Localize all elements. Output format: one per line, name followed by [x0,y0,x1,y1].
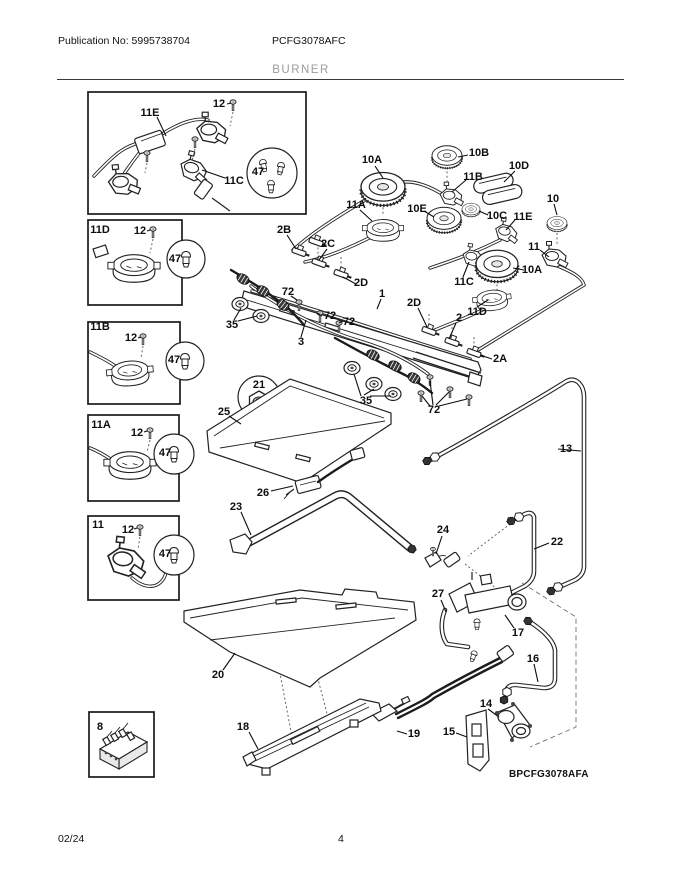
diagram-code: BPCFG3078AFA [509,769,589,780]
publication-number: Publication No: 5995738704 [58,35,190,47]
header-rule [57,79,624,81]
inset-box-11 [87,515,195,601]
leader-lines [222,154,582,750]
main-assembly [183,144,587,776]
section-title: BURNER [272,64,330,76]
footer-date: 02/24 [58,833,85,845]
model-number: PCFG3078AFC [272,35,346,47]
inset-box-8 [88,711,155,778]
inset-box-11d [87,219,206,306]
inset-box-11e [87,91,307,215]
oval-burner-10d [473,172,523,206]
inset-box-11b [87,321,205,405]
footer-page-number: 4 [338,833,344,845]
inset-box-11a [87,414,195,502]
